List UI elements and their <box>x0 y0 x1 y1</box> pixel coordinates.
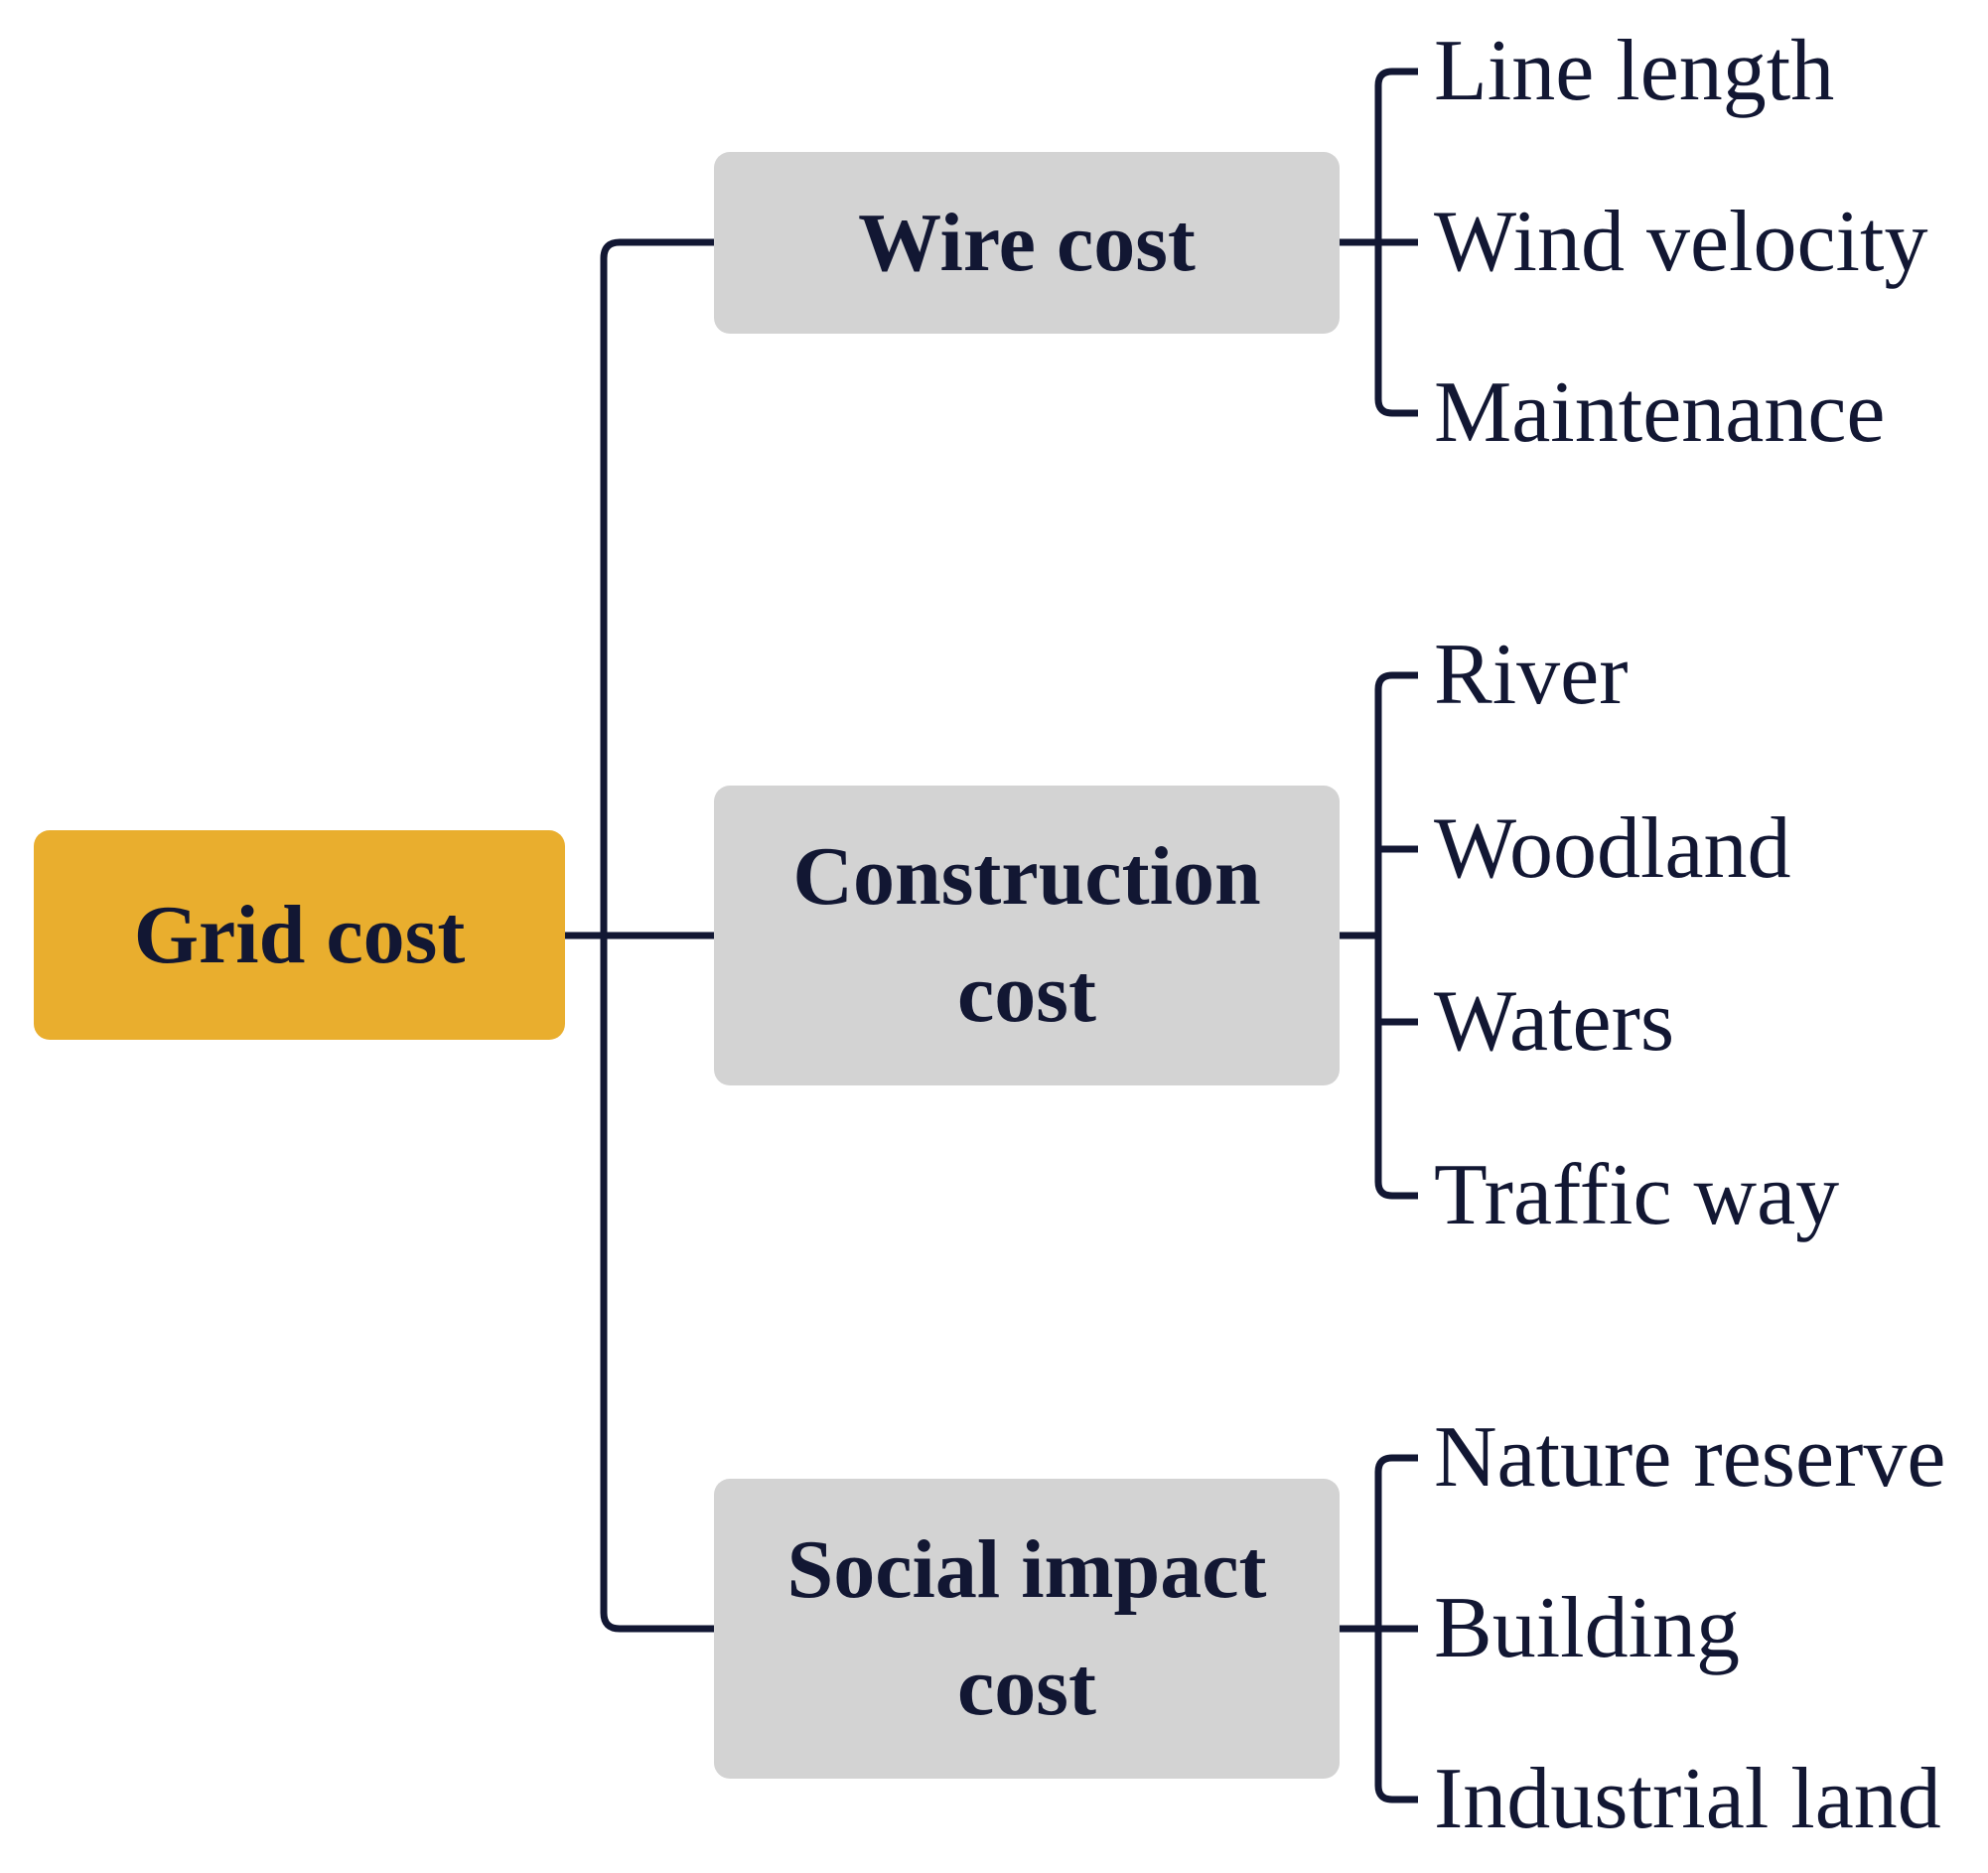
factor-industrial-land: Industrial land <box>1434 1751 1941 1847</box>
factor-waters: Waters <box>1434 973 1675 1070</box>
category-node-wire-cost: Wire cost <box>714 152 1340 334</box>
category-node-social-impact-cost: Social impact cost <box>714 1479 1340 1779</box>
construction-cost-bracket <box>1374 671 1418 1200</box>
root-node-grid-cost: Grid cost <box>34 830 565 1040</box>
category-node-construction-cost: Construction cost <box>714 786 1340 1085</box>
category-label: Social impact cost <box>786 1523 1267 1733</box>
factor-line-length: Line length <box>1434 23 1835 119</box>
factor-nature-reserve: Nature reserve <box>1434 1409 1946 1506</box>
factor-wind-velocity: Wind velocity <box>1434 194 1928 290</box>
main-trunk <box>600 238 714 1633</box>
category-label: Wire cost <box>858 196 1196 289</box>
root-label: Grid cost <box>133 888 466 981</box>
factor-river: River <box>1434 627 1629 723</box>
category-label: Construction cost <box>792 830 1261 1040</box>
factor-maintenance: Maintenance <box>1434 364 1886 461</box>
factor-building: Building <box>1434 1580 1741 1676</box>
factor-woodland: Woodland <box>1434 800 1791 897</box>
factor-traffic-way: Traffic way <box>1434 1147 1840 1243</box>
